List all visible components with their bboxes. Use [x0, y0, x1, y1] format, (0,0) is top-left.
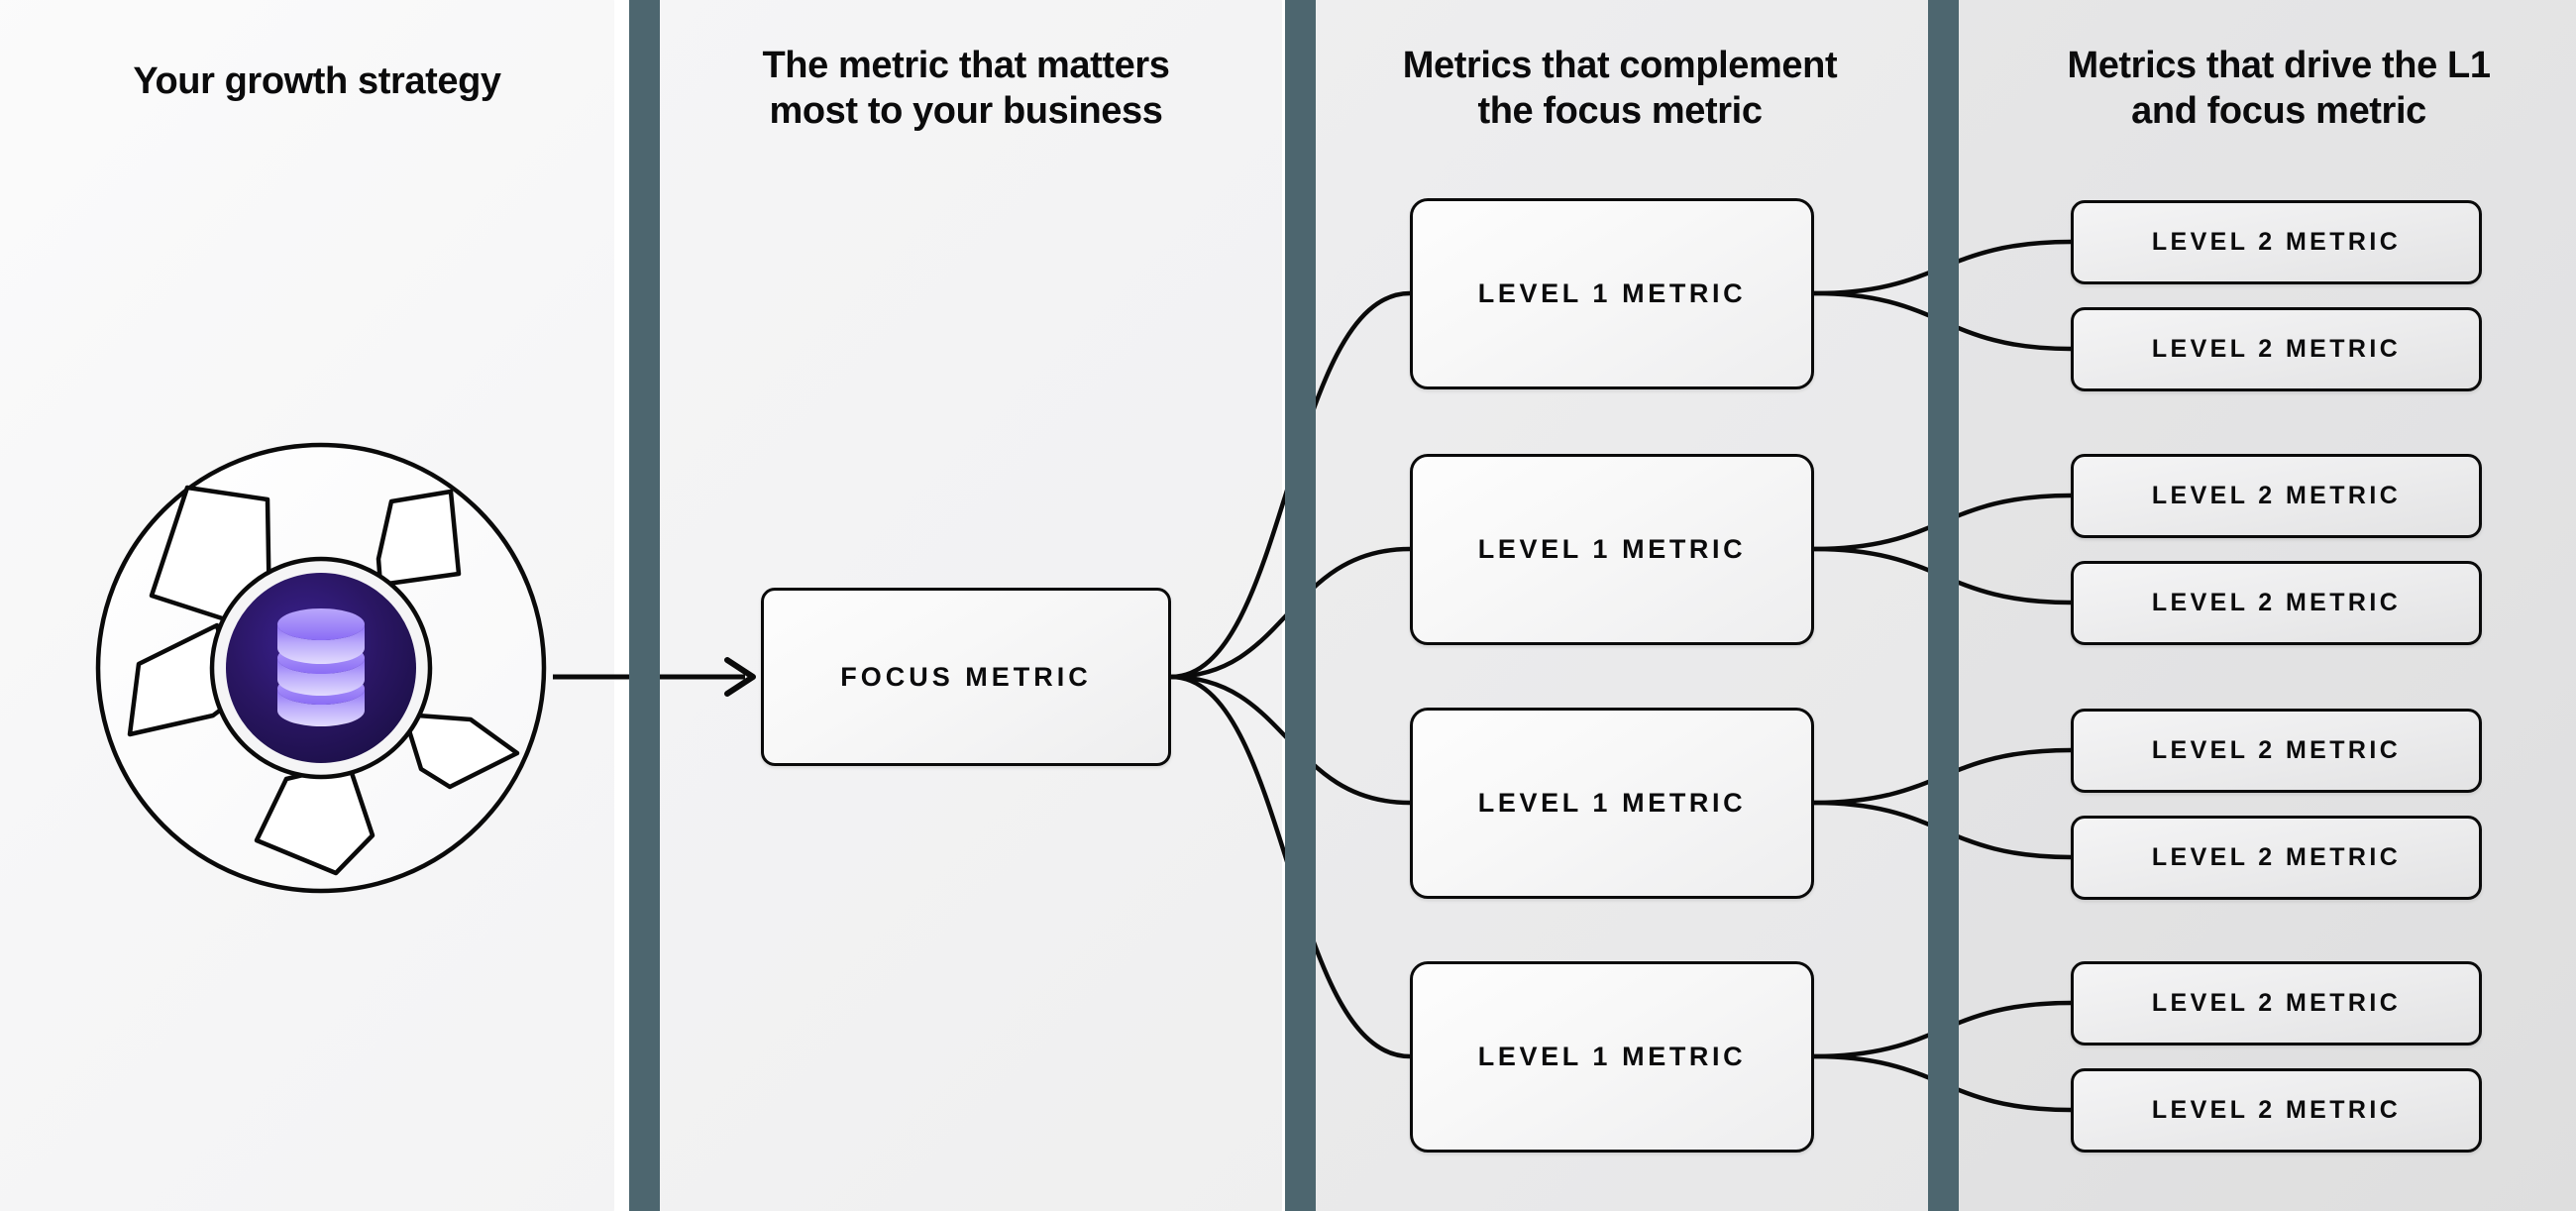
connector-focus-to-l1-3 — [1168, 674, 1413, 806]
pinwheel-blade-4 — [401, 712, 520, 790]
level2-metric-label: LEVEL 2 METRIC — [2151, 228, 2402, 256]
column-header-line: most to your business — [769, 89, 1163, 132]
column-header-line: and focus metric — [2131, 89, 2426, 132]
column-header-growth-strategy: Your growth strategy — [10, 59, 624, 105]
database-stack-icon — [277, 608, 365, 726]
column-header-focus-metric: The metric that matters most to your bus… — [664, 44, 1268, 134]
pinwheel-blade-1 — [149, 485, 272, 629]
column-divider-1 — [629, 0, 660, 1211]
level2-metric-label: LEVEL 2 METRIC — [2151, 989, 2402, 1017]
level1-metric-label: LEVEL 1 METRIC — [1477, 278, 1747, 308]
focus-metric-label: FOCUS METRIC — [840, 661, 1092, 692]
level1-metric-box[interactable]: LEVEL 1 METRIC — [1410, 198, 1814, 389]
connector-l1-1-to-l2-2 — [1811, 290, 2074, 352]
column-divider-3 — [1928, 0, 1959, 1211]
column-divider-2 — [1285, 0, 1316, 1211]
pinwheel-blade-3 — [127, 622, 240, 737]
level2-metric-box[interactable]: LEVEL 2 METRIC — [2071, 1068, 2482, 1153]
focus-metric-box[interactable]: FOCUS METRIC — [761, 588, 1171, 766]
connector-l1-3-to-l2-1 — [1811, 747, 2074, 806]
level2-metric-box[interactable]: LEVEL 2 METRIC — [2071, 816, 2482, 900]
level2-metric-label: LEVEL 2 METRIC — [2151, 589, 2402, 616]
panel-growth-strategy — [0, 0, 614, 1211]
level2-metric-label: LEVEL 2 METRIC — [2151, 736, 2402, 764]
panel-driver-metrics — [1954, 0, 2576, 1211]
level2-metric-label: LEVEL 2 METRIC — [2151, 1096, 2402, 1124]
inner-purple-circle — [226, 573, 416, 763]
level1-metric-box[interactable]: LEVEL 1 METRIC — [1410, 961, 1814, 1153]
growth-strategy-graphic — [95, 442, 547, 894]
pinwheel-blades — [127, 485, 520, 876]
level2-metric-label: LEVEL 2 METRIC — [2151, 482, 2402, 509]
pinwheel-blade-2 — [376, 489, 462, 588]
connector-focus-to-l1-1 — [1168, 290, 1413, 680]
level2-metric-box[interactable]: LEVEL 2 METRIC — [2071, 561, 2482, 645]
level1-metric-label: LEVEL 1 METRIC — [1477, 534, 1747, 564]
connector-l1-1-to-l2-1 — [1811, 239, 2074, 296]
panel-complementary-metrics — [1308, 0, 1948, 1211]
connector-focus-to-l1-4 — [1168, 674, 1413, 1059]
connector-l1-4-to-l2-2 — [1811, 1053, 2074, 1113]
level2-metric-box[interactable]: LEVEL 2 METRIC — [2071, 709, 2482, 793]
connector-l1-2-to-l2-2 — [1811, 546, 2074, 606]
level1-metric-label: LEVEL 1 METRIC — [1477, 1042, 1747, 1071]
connector-l1-3-to-l2-2 — [1811, 800, 2074, 860]
connector-l1-4-to-l2-1 — [1811, 1000, 2074, 1059]
outer-circle — [95, 442, 547, 894]
inner-bezel — [209, 556, 433, 780]
level2-metric-label: LEVEL 2 METRIC — [2151, 335, 2402, 363]
column-header-driver-metrics: Metrics that drive the L1 and focus metr… — [1967, 44, 2576, 134]
connector-l1-2-to-l2-1 — [1811, 493, 2074, 552]
level2-metric-box[interactable]: LEVEL 2 METRIC — [2071, 961, 2482, 1046]
column-header-complementary-metrics: Metrics that complement the focus metric — [1323, 44, 1917, 134]
connector-focus-to-l1-2 — [1168, 546, 1413, 680]
panel-focus-metric — [648, 0, 1282, 1211]
level1-metric-box[interactable]: LEVEL 1 METRIC — [1410, 708, 1814, 899]
level1-metric-label: LEVEL 1 METRIC — [1477, 788, 1747, 818]
arrow-strategy-to-focus — [553, 657, 756, 697]
column-header-line: Metrics that drive the L1 — [2067, 45, 2491, 86]
level2-metric-label: LEVEL 2 METRIC — [2151, 843, 2402, 871]
pinwheel-blade-5 — [254, 761, 376, 876]
column-header-line: the focus metric — [1477, 89, 1763, 132]
level2-metric-box[interactable]: LEVEL 2 METRIC — [2071, 307, 2482, 391]
column-header-line: Your growth strategy — [133, 60, 501, 102]
level2-metric-box[interactable]: LEVEL 2 METRIC — [2071, 454, 2482, 538]
level1-metric-box[interactable]: LEVEL 1 METRIC — [1410, 454, 1814, 645]
column-header-line: The metric that matters — [762, 45, 1170, 86]
level2-metric-box[interactable]: LEVEL 2 METRIC — [2071, 200, 2482, 284]
column-header-line: Metrics that complement — [1402, 45, 1838, 86]
